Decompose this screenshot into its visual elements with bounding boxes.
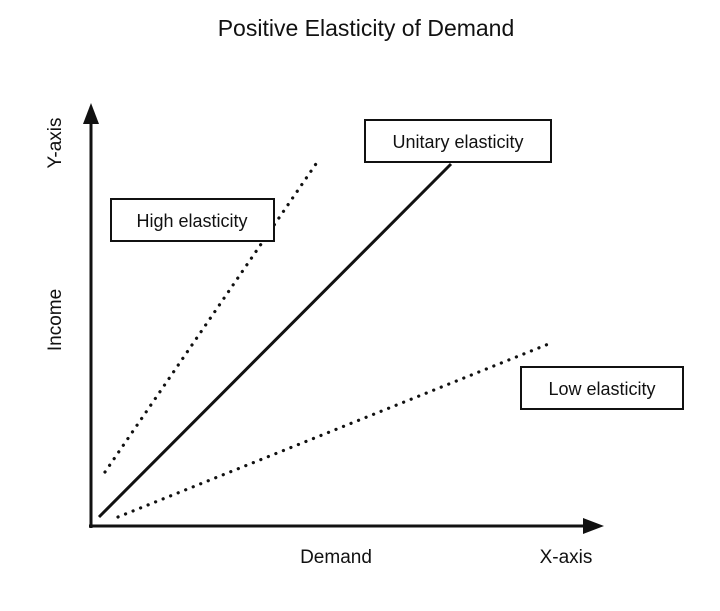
x-axis-label: X-axis bbox=[540, 547, 593, 568]
low-elasticity-label: Low elasticity bbox=[548, 379, 655, 399]
unitary-elasticity-label: Unitary elasticity bbox=[392, 132, 523, 152]
low-elasticity-box: Low elasticity bbox=[520, 366, 684, 410]
low-elasticity-line bbox=[116, 341, 553, 519]
diagram-title: Positive Elasticity of Demand bbox=[218, 15, 515, 41]
unitary-elasticity-box: Unitary elasticity bbox=[364, 119, 552, 163]
elasticity-lines bbox=[97, 156, 553, 519]
high-elasticity-label: High elasticity bbox=[136, 211, 247, 231]
x-axis-arrow bbox=[583, 518, 604, 534]
y-variable-label: Income bbox=[45, 289, 66, 351]
unitary-elasticity-line bbox=[97, 162, 453, 519]
high-elasticity-box: High elasticity bbox=[110, 198, 275, 242]
y-axis-arrow bbox=[83, 103, 99, 124]
x-variable-label: Demand bbox=[300, 547, 372, 568]
high-elasticity-line bbox=[103, 156, 322, 474]
y-axis-label: Y-axis bbox=[45, 117, 66, 168]
axes bbox=[83, 103, 604, 534]
